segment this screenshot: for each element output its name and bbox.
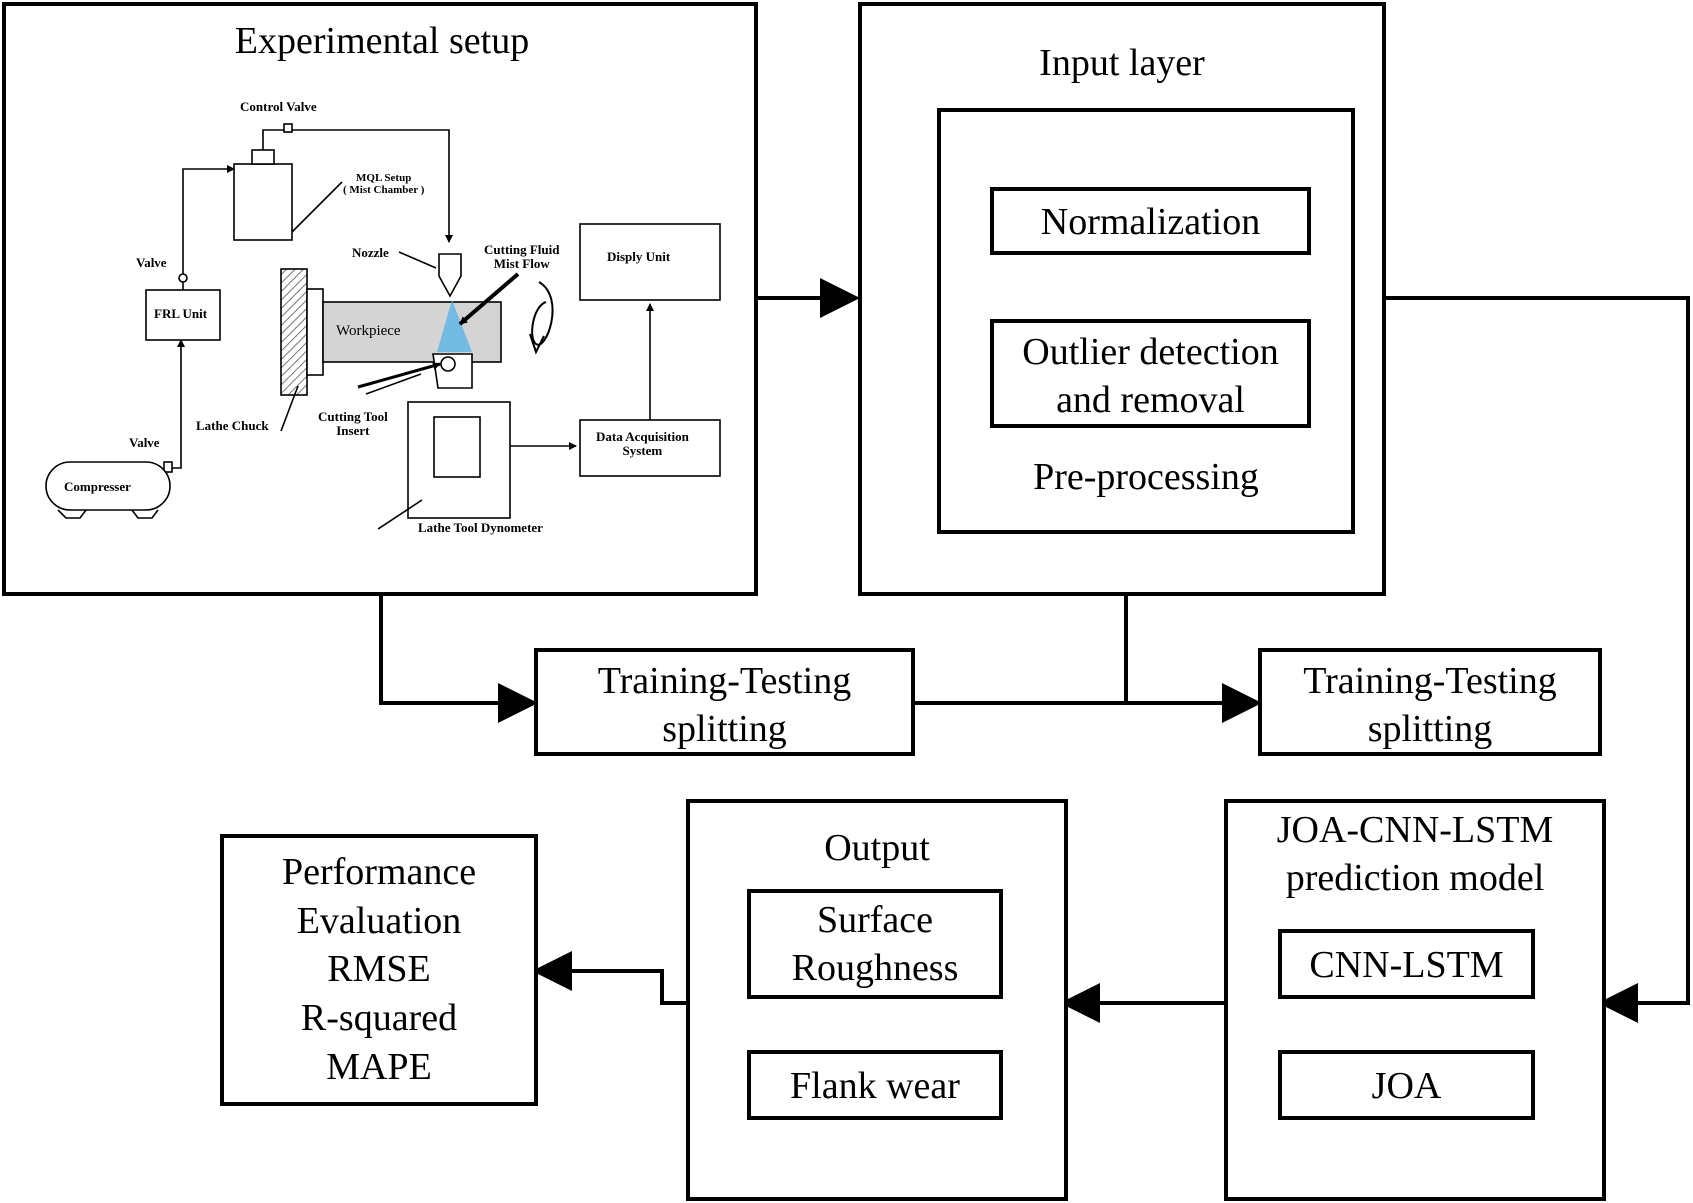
display-unit-label: Disply Unit bbox=[607, 249, 671, 264]
split-left-label: Training-Testing splitting bbox=[597, 660, 852, 750]
mql-chamber bbox=[233, 163, 293, 241]
surface-roughness-label: Surface Roughness bbox=[791, 899, 959, 989]
workpiece-label: Workpiece bbox=[336, 323, 401, 339]
experimental-setup-box: Experimental setup bbox=[2, 2, 758, 596]
joa-box: JOA bbox=[1278, 1050, 1535, 1120]
split-box-left: Training-Testing splitting bbox=[534, 648, 915, 756]
normalization-box: Normalization bbox=[990, 187, 1311, 255]
nozzle-shape bbox=[438, 253, 462, 298]
rotation-arrow bbox=[531, 281, 554, 346]
valve-bottom-symbol bbox=[163, 461, 173, 473]
cutting-fluid-label: Cutting Fluid Mist Flow bbox=[484, 242, 560, 272]
input-layer-title: Input layer bbox=[1039, 42, 1205, 84]
mql-chamber-cap bbox=[251, 149, 275, 165]
frl-unit-label: FRL Unit bbox=[154, 306, 208, 321]
mql-setup-label: MQL Setup ( Mist Chamber ) bbox=[343, 172, 425, 197]
arrow-input-to-model bbox=[1386, 296, 1690, 1023]
lathe-chuck-label: Lathe Chuck bbox=[196, 418, 269, 433]
cnn-lstm-label: CNN-LSTM bbox=[1309, 944, 1504, 986]
data-acquisition-box bbox=[579, 419, 721, 477]
dynamometer-inner bbox=[433, 416, 481, 478]
performance-line-2: Evaluation bbox=[296, 899, 462, 942]
mist-flow bbox=[437, 300, 472, 352]
surface-roughness-box: Surface Roughness bbox=[747, 889, 1003, 999]
performance-line-3: RMSE bbox=[327, 948, 431, 991]
control-valve-symbol bbox=[283, 123, 293, 133]
split-box-right: Training-Testing splitting bbox=[1258, 648, 1602, 756]
valve-top-label: Valve bbox=[136, 255, 167, 270]
split-right-label: Training-Testing splitting bbox=[1303, 660, 1557, 750]
setup-schematic bbox=[45, 123, 721, 530]
display-unit-box bbox=[579, 223, 721, 301]
joa-label: JOA bbox=[1371, 1065, 1442, 1107]
arrow-setup-to-split-left bbox=[379, 596, 538, 723]
valve-top-symbol bbox=[178, 273, 188, 283]
normalization-label: Normalization bbox=[1040, 201, 1261, 243]
frl-unit-box bbox=[145, 289, 221, 341]
nozzle-label: Nozzle bbox=[352, 245, 389, 260]
control-valve-label: Control Valve bbox=[240, 99, 317, 114]
performance-line-5: MAPE bbox=[326, 1045, 432, 1088]
cutting-tool-label: Cutting Tool Insert bbox=[318, 409, 388, 439]
lathe-chuck bbox=[280, 268, 308, 396]
outlier-label: Outlier detection and removal bbox=[1022, 331, 1279, 421]
model-box: JOA-CNN-LSTM prediction model bbox=[1224, 799, 1606, 1201]
cnn-lstm-box: CNN-LSTM bbox=[1278, 929, 1535, 999]
dynamometer-label: Lathe Tool Dynometer bbox=[418, 520, 543, 535]
arrow-output-to-performance bbox=[532, 951, 688, 1005]
valve-bottom-label: Valve bbox=[129, 435, 160, 450]
data-acquisition-label: Data Acquisition System bbox=[596, 429, 689, 459]
performance-line-4: R-squared bbox=[300, 996, 458, 1039]
performance-label: Performance Evaluation RMSE R-squared MA… bbox=[224, 848, 534, 1091]
cutting-tool-arrow bbox=[357, 362, 441, 389]
cutting-fluid-arrow bbox=[458, 272, 520, 326]
compressor-tank bbox=[45, 461, 171, 511]
preprocessing-label: Pre-processing bbox=[1033, 456, 1259, 498]
performance-box: Performance Evaluation RMSE R-squared MA… bbox=[220, 834, 538, 1106]
compressor-label: Compresser bbox=[64, 479, 131, 494]
experimental-setup-title: Experimental setup bbox=[234, 20, 530, 62]
flank-wear-label: Flank wear bbox=[790, 1065, 960, 1107]
outlier-box: Outlier detection and removal bbox=[990, 319, 1311, 428]
output-title: Output bbox=[824, 827, 930, 869]
output-box: Output bbox=[686, 799, 1068, 1201]
performance-line-1: Performance bbox=[281, 851, 477, 893]
flank-wear-box: Flank wear bbox=[747, 1050, 1003, 1120]
model-title: JOA-CNN-LSTM prediction model bbox=[1276, 809, 1554, 899]
